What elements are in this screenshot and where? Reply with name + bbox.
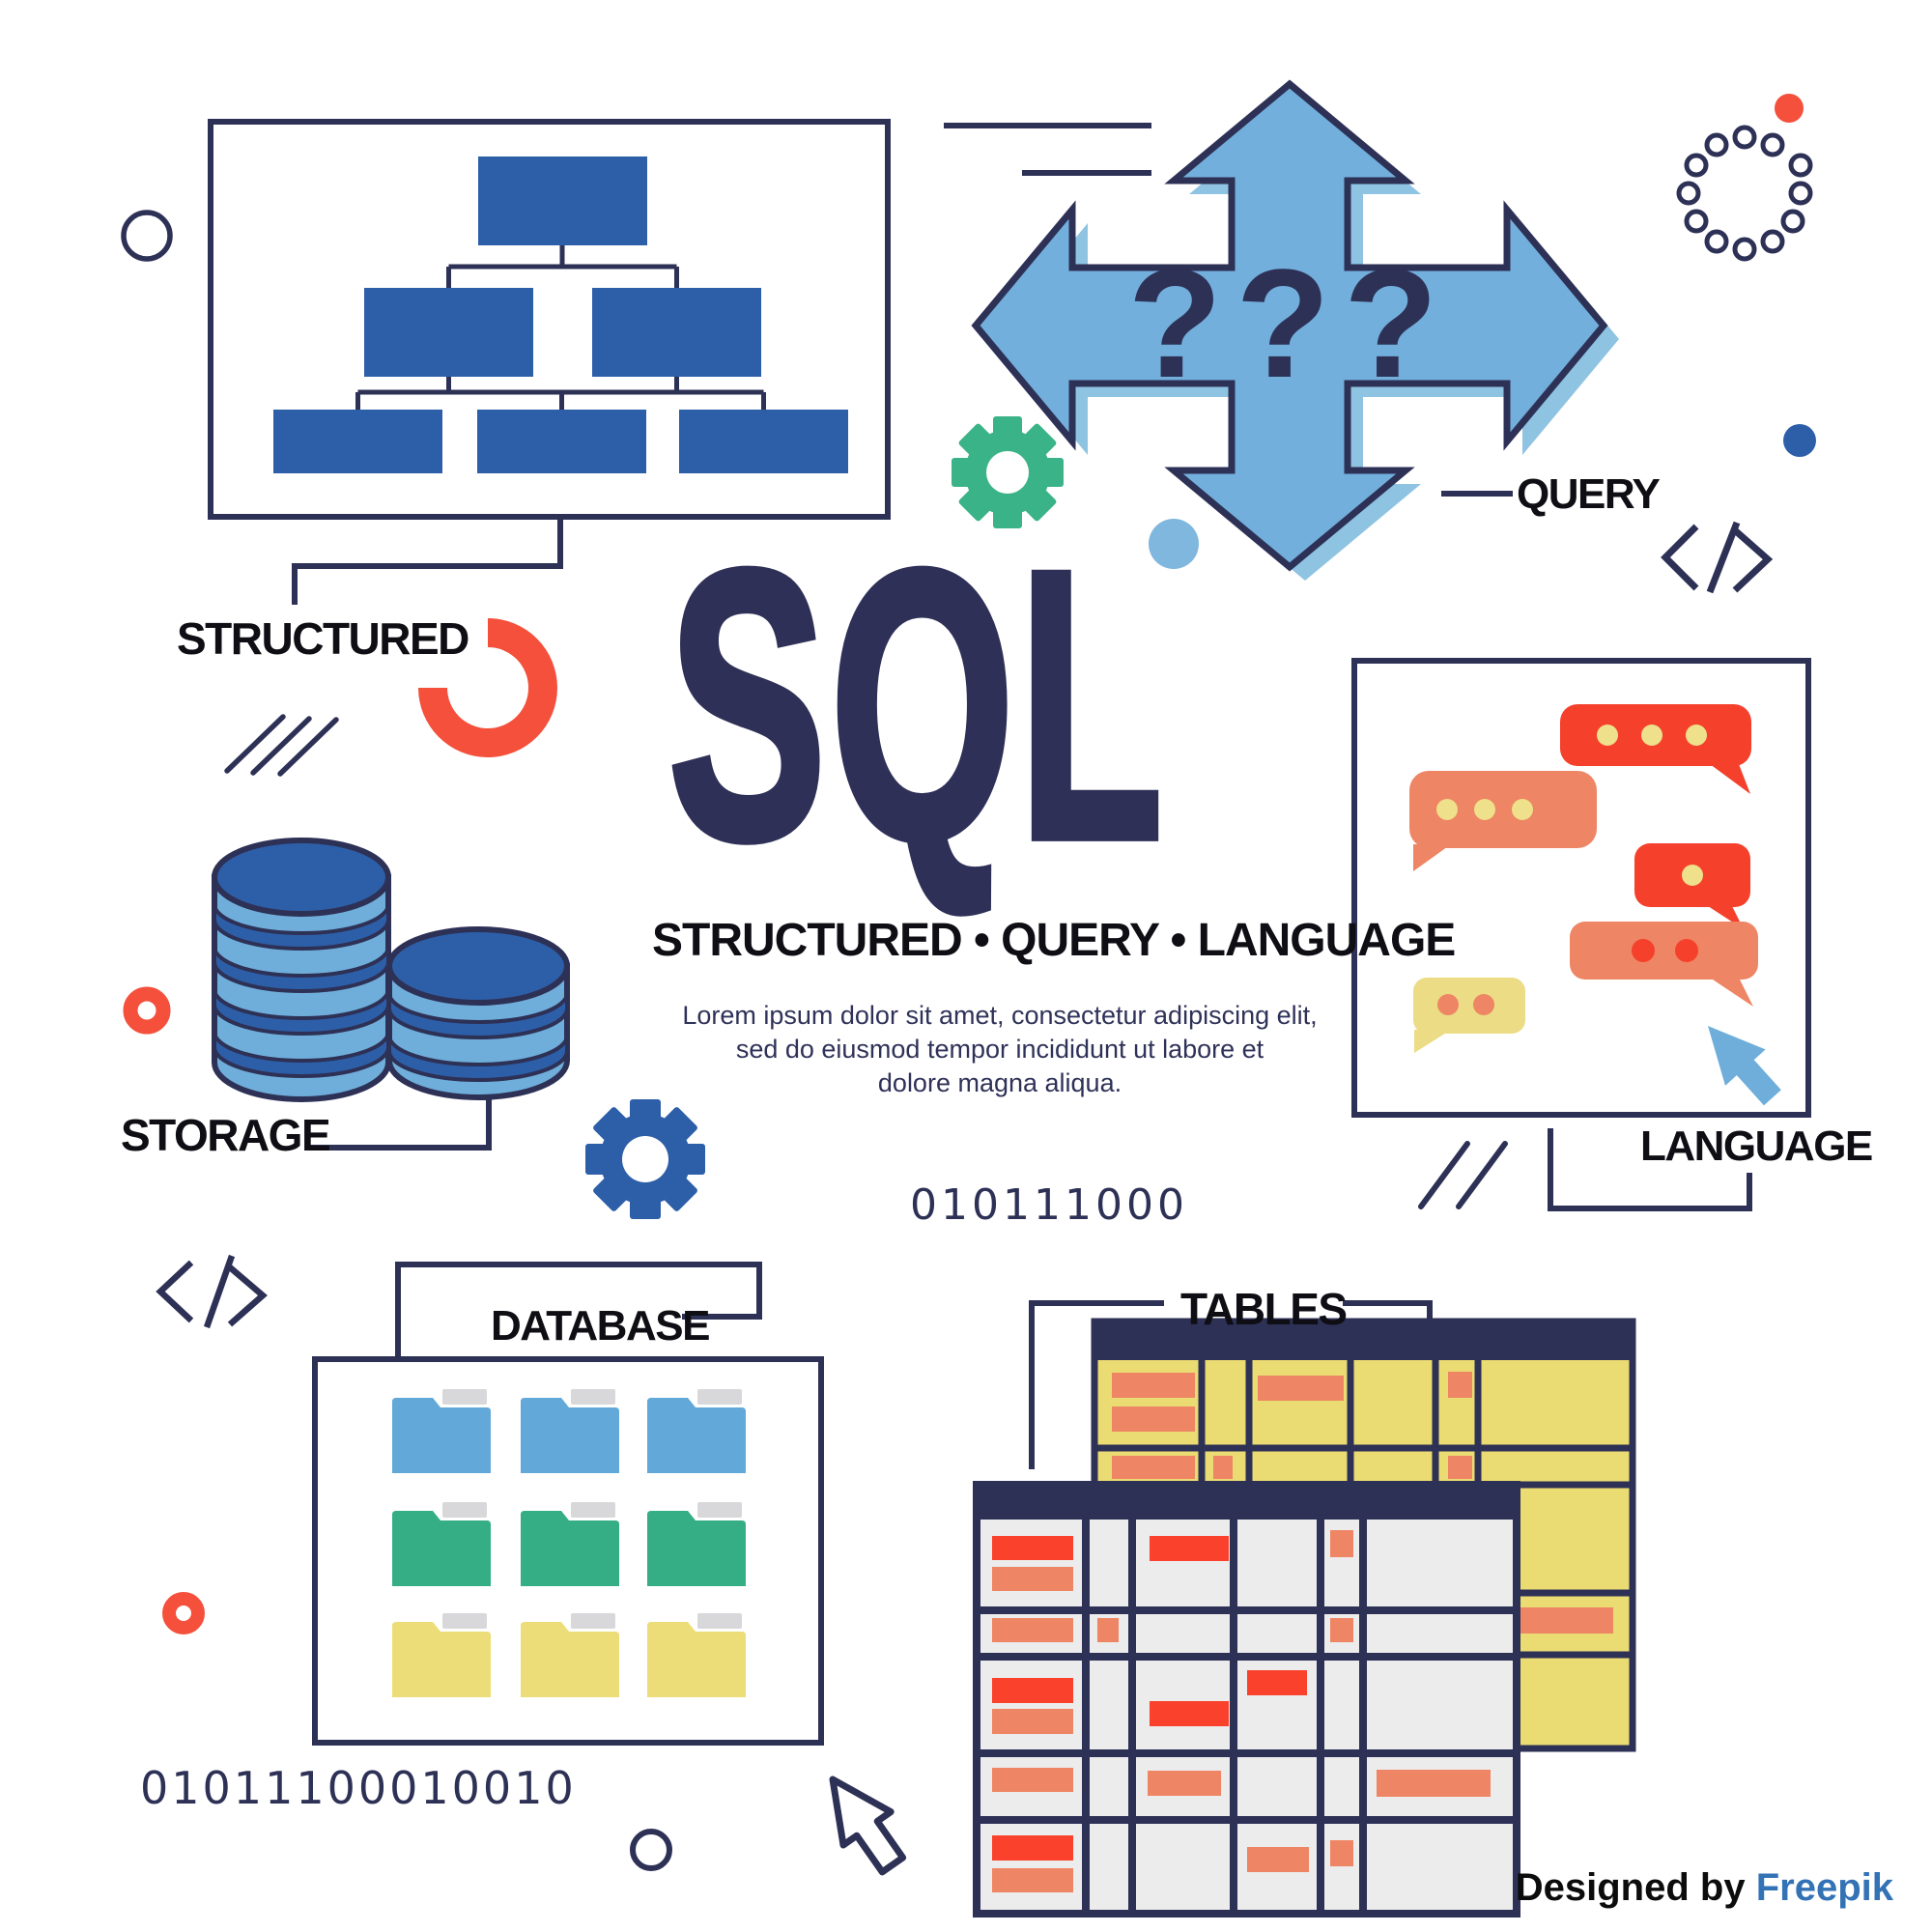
folder-icon-blue-row [392,1389,746,1473]
cylinder-short [386,926,570,1100]
slashes-decor-top [224,714,339,777]
speed-lines-decor [944,123,1151,176]
chat-bubble-yellow [1413,978,1525,1053]
red-arc-decor [418,618,557,757]
org-node-leaf-3 [679,410,848,473]
chat-bubble-salmon-1 [1409,771,1597,871]
table-front-white [973,1481,1520,1918]
cursor-icon-outline [829,1776,907,1876]
code-icon [1661,521,1774,594]
org-chart-panel [208,119,891,520]
folder-icon-yellow-row [392,1613,746,1697]
circle-outline-decor [121,210,173,262]
code-icon-bottom [156,1254,268,1329]
credit-prefix: Designed by [1515,1866,1756,1909]
blue-dot-decor [1783,424,1816,457]
page-title: SQL [666,492,1168,920]
description-text: Lorem ipsum dolor sit amet, consectetur … [652,999,1348,1100]
sky-dot-decor [1149,519,1199,569]
chat-bubble-red-1 [1560,704,1751,794]
database-panel [312,1356,824,1746]
binary-string-top: 010111000 [910,1180,1188,1230]
gear-icon-green [952,416,1064,528]
subtitle: STRUCTURED • QUERY • LANGUAGE [652,915,1456,966]
red-dot-decor [1775,94,1804,123]
table-front-gridlines [977,1520,1517,1914]
cursor-icon-blue [1708,1026,1781,1106]
database-label: DATABASE [491,1302,710,1350]
freepik-link[interactable]: Freepik [1755,1866,1893,1909]
table-front-header [977,1485,1517,1520]
red-donut-decor-small [162,1592,205,1634]
org-node-left [364,288,533,377]
table-front-data-blocks [992,1530,1491,1892]
org-node-leaf-1 [273,410,442,473]
org-chart-connectors [355,245,766,410]
arrow-main [971,79,1608,572]
chat-bubble-red-2 [1634,843,1750,929]
description-line: sed do eiusmod tempor incididunt ut labo… [735,1035,1264,1065]
folder-icon-green-row [392,1502,746,1586]
org-node-right [592,288,761,377]
query-arrows-icon: ??? [971,79,1619,581]
description-line: dolore magna aliqua. [877,1068,1122,1098]
storage-cylinders-icon [212,838,570,1102]
dotted-ring-decor [1676,125,1813,262]
question-marks-text: ??? [1127,237,1451,410]
red-donut-decor [123,986,171,1035]
query-label: QUERY [1517,470,1661,518]
description-line: Lorem ipsum dolor sit amet, consectetur … [682,1001,1318,1030]
table-back-header [1094,1321,1633,1360]
table-back-data-blocks [1112,1372,1613,1634]
language-panel [1351,658,1811,1118]
circle-outline-decor-bottom [630,1829,672,1871]
org-node-leaf-2 [477,410,646,473]
structured-label: STRUCTURED [177,613,469,664]
slashes-decor-language [1418,1141,1508,1209]
structured-connector-line [292,517,563,605]
database-bracket [395,1262,762,1356]
storage-label: STORAGE [121,1110,331,1160]
language-bracket [1548,1128,1752,1211]
tables-label: TABLES [1180,1284,1348,1334]
language-label: LANGUAGE [1640,1122,1873,1170]
org-node-root [478,156,647,245]
credit-line: Designed by Freepik [1410,1866,1893,1910]
binary-string-bottom: 01011100010010 [140,1762,577,1814]
chat-bubble-salmon-2 [1570,922,1758,1007]
storage-connector-line [307,1099,492,1151]
gear-icon-blue [585,1099,705,1219]
cylinder-tall [212,838,391,1102]
